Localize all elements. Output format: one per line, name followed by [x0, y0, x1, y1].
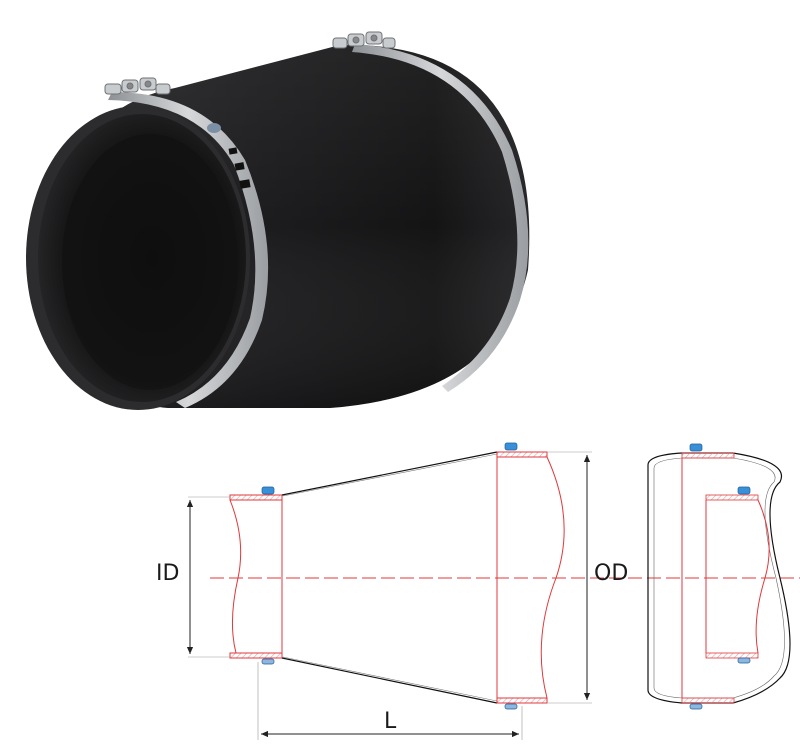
length-dimension [257, 662, 523, 740]
small-pipe-section [229, 494, 283, 659]
id-label: ID [156, 561, 179, 586]
clamp-icon [261, 442, 518, 710]
od-label: OD [594, 561, 628, 586]
od-dimension [547, 451, 592, 704]
small-end-latch-icon [104, 77, 171, 95]
end-view-clamp-icon [689, 443, 751, 710]
large-pipe-section [496, 451, 565, 704]
end-view-shell [647, 452, 791, 704]
product-render [26, 31, 530, 410]
id-dimension [186, 496, 230, 658]
end-view-drawing [647, 443, 791, 710]
large-end-latch-icon [332, 31, 396, 49]
length-label: L [384, 709, 397, 734]
side-section-drawing: ID OD L [156, 442, 800, 740]
cone-outline [281, 451, 498, 704]
